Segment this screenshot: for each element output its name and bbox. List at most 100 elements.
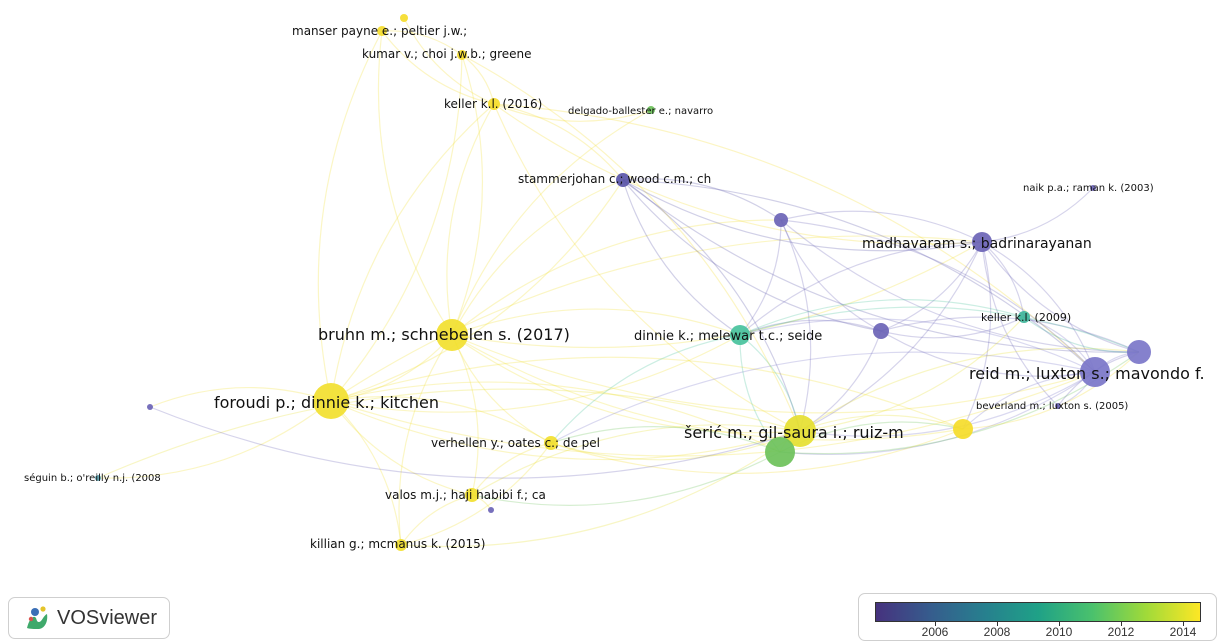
citation-link: [398, 334, 453, 546]
citation-link: [330, 400, 402, 546]
citation-link: [451, 179, 624, 336]
citation-link: [446, 103, 495, 336]
citation-link: [451, 334, 552, 444]
node-n_left[interactable]: [147, 404, 153, 410]
citation-link: [317, 30, 383, 402]
citation-link: [471, 442, 552, 496]
node-seric[interactable]: [784, 415, 816, 447]
citation-link: [780, 219, 1140, 353]
node-label-bruhn[interactable]: bruhn m.; schnebelen s. (2017): [318, 325, 570, 344]
citation-link: [780, 210, 983, 243]
citation-link: [149, 387, 332, 408]
node-n_right[interactable]: [1127, 340, 1151, 364]
node-reid[interactable]: [1080, 357, 1110, 387]
citation-link: [981, 241, 1140, 353]
legend-tick-mark: [1121, 621, 1122, 626]
node-seguin[interactable]: [95, 475, 101, 481]
node-layer: [95, 14, 1151, 551]
vosviewer-logo: VOSviewer: [8, 597, 170, 639]
citation-link: [451, 109, 652, 336]
citation-link: [471, 424, 801, 496]
citation-link: [330, 396, 552, 444]
citation-link: [400, 494, 473, 546]
citation-link: [451, 241, 983, 349]
citation-link: [622, 179, 1096, 373]
node-label-madhavaram[interactable]: madhavaram s.; badrinarayanan: [862, 236, 1092, 252]
node-dinnie[interactable]: [730, 325, 750, 345]
node-beverland[interactable]: [1055, 403, 1061, 409]
node-killian[interactable]: [395, 539, 407, 551]
node-n_mid[interactable]: [873, 323, 889, 339]
citation-link: [739, 241, 983, 336]
citation-link: [780, 219, 882, 332]
citation-link: [451, 334, 479, 496]
node-label-killian[interactable]: killian g.; mcmanus k. (2015): [310, 537, 485, 551]
node-n_green[interactable]: [765, 437, 795, 467]
citation-link: [550, 334, 741, 444]
citation-link: [981, 241, 1059, 407]
citation-link: [451, 334, 801, 434]
citation-link: [622, 178, 782, 221]
citation-link: [550, 426, 781, 453]
node-label-reid[interactable]: reid m.; luxton s.; mavondo f.: [969, 364, 1205, 383]
node-n_manser_top[interactable]: [400, 14, 408, 22]
citation-link: [330, 334, 453, 402]
citation-link: [739, 299, 1025, 336]
citation-link: [493, 103, 1096, 373]
citation-link: [149, 406, 801, 479]
node-valos[interactable]: [465, 488, 479, 502]
node-verhellen[interactable]: [544, 436, 558, 450]
node-keller2009[interactable]: [1018, 311, 1030, 323]
citation-link: [780, 219, 1096, 373]
node-label-keller2016[interactable]: keller k.l. (2016): [444, 97, 542, 111]
node-label-keller2009[interactable]: keller k.l. (2009): [981, 311, 1071, 324]
legend-tick-label: 2010: [1045, 625, 1073, 639]
node-foroudi[interactable]: [313, 383, 349, 419]
legend-tick-label: 2014: [1169, 625, 1197, 639]
node-label-manser[interactable]: manser payne e.; peltier j.w.;: [292, 24, 467, 38]
legend-tick-mark: [1183, 621, 1184, 626]
citation-link: [451, 334, 964, 441]
node-manser[interactable]: [377, 26, 387, 36]
node-keller2016[interactable]: [488, 98, 500, 110]
node-label-valos[interactable]: valos m.j.; haji habibi f.; ca: [385, 488, 546, 502]
node-label-foroudi[interactable]: foroudi p.; dinnie k.; kitchen: [214, 393, 439, 412]
node-label-stammerjohan[interactable]: stammerjohan c.; wood c.m.; ch: [518, 172, 711, 186]
node-delgado[interactable]: [647, 106, 655, 114]
node-n_yel_right[interactable]: [953, 419, 973, 439]
citation-link: [330, 235, 983, 402]
citation-link: [493, 103, 652, 122]
citation-link: [461, 54, 801, 432]
node-label-beverland[interactable]: beverland m.; luxton s. (2005): [976, 401, 1128, 412]
citation-link: [739, 219, 782, 336]
citation-link: [622, 179, 741, 336]
citation-link: [622, 179, 983, 252]
node-stammerjohan[interactable]: [616, 173, 630, 187]
citation-link: [739, 318, 1096, 373]
citation-link: [799, 316, 1025, 432]
citation-link: [981, 187, 1094, 243]
node-n_mid_top[interactable]: [774, 213, 788, 227]
node-label-naik[interactable]: naik p.a.; raman k. (2003): [1023, 183, 1154, 194]
node-label-seguin[interactable]: séguin b.; o'reilly n.j. (2008: [24, 472, 161, 484]
citation-link: [330, 179, 624, 402]
node-naik[interactable]: [1090, 185, 1096, 191]
node-label-verhellen[interactable]: verhellen y.; oates c.; de pel: [431, 436, 600, 450]
citation-link: [403, 17, 495, 105]
node-madhavaram[interactable]: [972, 232, 992, 252]
node-n_valos2[interactable]: [488, 507, 494, 513]
citation-link: [400, 430, 801, 548]
node-kumar[interactable]: [457, 50, 467, 60]
node-label-seric[interactable]: šerić m.; gil-saura i.; ruiz-m: [684, 423, 904, 442]
citation-link: [962, 241, 992, 430]
node-label-kumar[interactable]: kumar v.; choi j.w.b.; greene: [362, 47, 532, 61]
node-bruhn[interactable]: [436, 319, 468, 351]
node-label-delgado[interactable]: delgado-ballester e.; navarro: [568, 106, 713, 117]
legend-tick-label: 2012: [1107, 625, 1135, 639]
citation-link: [550, 428, 964, 474]
legend-tick-mark: [997, 621, 998, 626]
node-label-dinnie[interactable]: dinnie k.; melewar t.c.; seide: [634, 329, 822, 344]
citation-link: [1023, 316, 1140, 353]
